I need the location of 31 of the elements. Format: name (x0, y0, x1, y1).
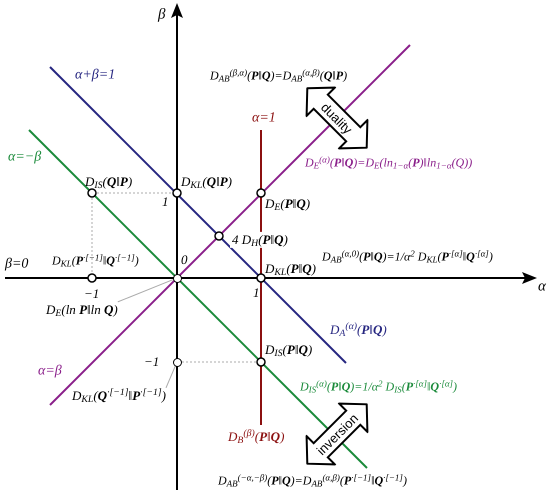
formula: D$_{AB}$$^{(β,α)}$(P‖Q)=D$_{AB}$$^{(α,β)}$(Q‖P) (210, 68, 348, 84)
axis-label: α (538, 278, 546, 296)
formula: D$_{E}$(ln P‖ln Q) (46, 302, 118, 318)
tick-label: 1 (253, 284, 260, 302)
line-label: α=−β (8, 148, 42, 166)
formula: D$_{E}$$^{(α)}$(P‖Q)=D$_{E}$(ln$_{1−α}$(P)‖ln$_{1−α}$(Q)) (305, 156, 472, 170)
line-label: α+β=1 (75, 66, 116, 84)
tick-label: 1 (162, 194, 168, 210)
tick-label: −1 (84, 286, 100, 302)
formula: D$_{KL}$(P$^{·[−1]}$‖Q$^{·[−1]}$) (52, 254, 139, 268)
axis-label: β (158, 6, 166, 24)
formula: D$_{IS}$(Q‖P) (85, 174, 132, 190)
formula: D$_{E}$(P‖Q) (265, 196, 310, 212)
formula: D$_{A}$$^{(α)}$(P‖Q) (330, 322, 387, 338)
formula: 4 D$_{H}$(P‖Q) (230, 232, 290, 248)
tick-label: −1 (144, 354, 160, 370)
leader-line (165, 366, 176, 388)
point-marker (172, 358, 182, 366)
leader-line (117, 279, 174, 302)
formula: D$_{IS}$(P‖Q) (265, 342, 312, 358)
tick-label: 0 (181, 252, 188, 268)
formula: D$_{B}$$^{(β)}$(P‖Q) (228, 428, 284, 446)
formula: D$_{KL}$(Q$^{·[−1]}$‖P$^{·[−1]}$) (72, 388, 166, 404)
formula: D$_{KL}$(Q‖P) (181, 174, 232, 190)
formula: D$_{AB}$$^{(α,0)}$(P‖Q)=1/α$^{2}$ D$_{KL}$(P$^{·[α]}$‖Q$^{·[α]}$) (322, 250, 493, 264)
formula: D$_{IS}$$^{(α)}$(P‖Q)=1/α$^{2}$ D$_{IS}$(P$^{·[α]}$‖Q$^{·[α]}$) (300, 380, 458, 394)
line-label: α=β (38, 362, 62, 380)
line-label: α=1 (252, 109, 276, 127)
line-label: β=0 (5, 255, 28, 273)
formula: D$_{KL}$(P‖Q) (265, 260, 316, 278)
formula: D$_{AB}$$^{(−α,−β)}$(P‖Q)=D$_{AB}$$^{(α,β)}$(P$^{·[−1]}$‖Q$^{·[−1]}$) (218, 474, 407, 488)
